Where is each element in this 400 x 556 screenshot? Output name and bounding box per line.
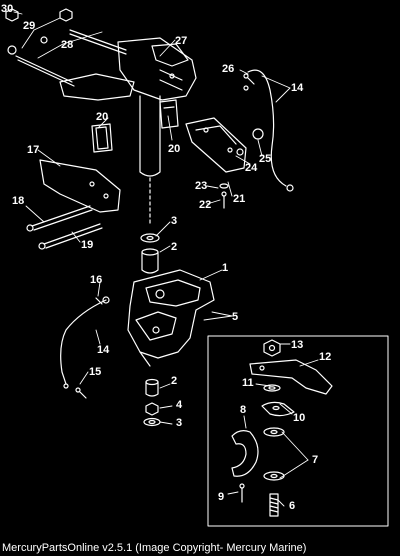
- callout-label: 24: [245, 162, 258, 174]
- inset-stud-6: [269, 493, 279, 517]
- callout-label: 29: [23, 20, 36, 32]
- callout-label: 20: [96, 111, 109, 123]
- callout-label: 7: [312, 454, 319, 466]
- callout-label: 20: [168, 143, 181, 155]
- long-bolts: [26, 205, 103, 250]
- callout-label: 25: [259, 153, 272, 165]
- callout-label: 6: [289, 500, 296, 512]
- swivel-shaft: [139, 95, 161, 227]
- inset-washer-11: [263, 384, 281, 392]
- callout-label: 30: [1, 3, 14, 15]
- callout-label: 5: [232, 311, 239, 323]
- swivel-bracket: [127, 269, 215, 367]
- inset-washer-10: [261, 401, 295, 417]
- screw-26: [243, 73, 255, 85]
- callout-label: 4: [176, 399, 183, 411]
- callout-label: 1: [222, 262, 229, 274]
- callout-label: 13: [291, 339, 304, 351]
- side-plate: [39, 159, 121, 213]
- inset-screw-9: [239, 483, 245, 503]
- callout-label: 26: [222, 63, 235, 75]
- lower-washers: [143, 378, 161, 427]
- callout-label: 17: [27, 144, 40, 156]
- callout-label: 14: [97, 344, 110, 356]
- lower-cable: [60, 296, 110, 399]
- callout-label: 22: [199, 199, 212, 211]
- callout-label: 28: [61, 39, 74, 51]
- callout-label: 11: [242, 377, 254, 389]
- small-hardware: [219, 128, 264, 209]
- callout-label: 15: [89, 366, 102, 378]
- inset-washers-7: [263, 427, 285, 481]
- lock-cable: [243, 69, 294, 192]
- callout-label: 27: [175, 35, 188, 47]
- lock-bracket: [185, 117, 247, 173]
- callout-label: 3: [176, 417, 183, 429]
- callout-label: 14: [291, 82, 304, 94]
- callout-label: 23: [195, 180, 208, 192]
- upper-washer-bushing: [140, 233, 160, 274]
- callout-label: 2: [171, 241, 178, 253]
- callout-label: 12: [319, 351, 332, 363]
- inset-bracket: [231, 430, 259, 477]
- shaft-bushing: [159, 99, 179, 129]
- exploded-parts-diagram: [5, 8, 389, 527]
- left-bushing: [91, 123, 113, 153]
- copyright-footer: MercuryPartsOnline v2.5.1 (Image Copyrig…: [2, 542, 307, 554]
- callout-label: 2: [171, 375, 178, 387]
- inset-nut: [263, 339, 281, 357]
- inset-lever: [249, 359, 333, 395]
- leader-lines: [13, 11, 319, 507]
- top-bolts: [5, 8, 127, 87]
- callout-label: 21: [233, 193, 246, 205]
- callout-label: 18: [12, 195, 25, 207]
- callout-label: 8: [240, 404, 247, 416]
- callout-label: 10: [293, 412, 306, 424]
- callout-label: 19: [81, 239, 94, 251]
- callout-label: 16: [90, 274, 103, 286]
- callout-label: 9: [218, 491, 225, 503]
- inset-box: [207, 335, 389, 527]
- callout-label: 3: [171, 215, 178, 227]
- steering-bracket: [59, 37, 197, 101]
